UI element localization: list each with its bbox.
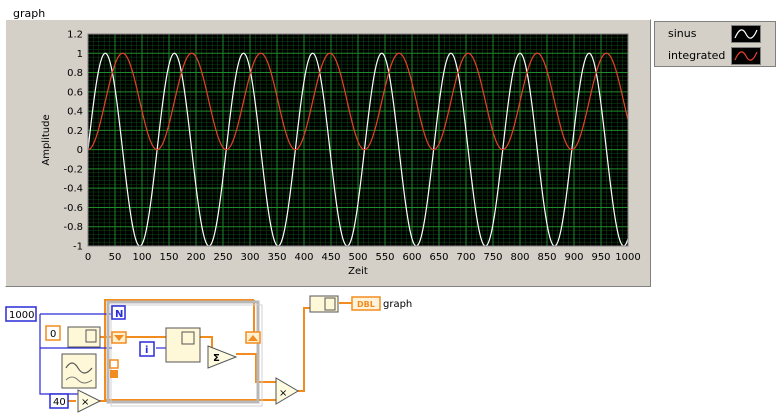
multiply-icon: × <box>279 388 287 399</box>
block-diagram: 1000 N 0 i Σ <box>5 295 412 413</box>
x-tick-label: 550 <box>375 252 394 263</box>
loop-index-label: i <box>145 345 148 356</box>
y-tick-label: 0.6 <box>67 87 83 98</box>
x-tick-label: 400 <box>294 252 313 263</box>
x-tick-label: 200 <box>186 252 205 263</box>
y-tick-label: 1.2 <box>67 30 83 41</box>
loop-count-label: N <box>115 309 123 320</box>
sine-wave-icon <box>65 376 93 384</box>
graph-panel: graph 0 50 100 150 200 250 300 350 400 450 500 550 6… <box>5 7 776 287</box>
series-line-integrated <box>87 52 629 151</box>
x-tick-label: 100 <box>132 252 151 263</box>
zero-constant[interactable]: 0 <box>45 325 61 341</box>
sum-icon: Σ <box>213 353 220 364</box>
x-tick-label: 450 <box>321 252 340 263</box>
y-tick-label: 0 <box>77 145 83 156</box>
loop-count-terminal[interactable]: N <box>111 305 126 320</box>
multiply-node-left[interactable]: × <box>77 389 102 413</box>
x-tick-label: 600 <box>402 252 421 263</box>
samples-constant[interactable]: 1000 <box>5 306 37 322</box>
x-tick-label: 150 <box>159 252 178 263</box>
grid-icon <box>181 331 195 345</box>
control-wires <box>39 313 168 395</box>
x-tick-label: 750 <box>483 252 502 263</box>
zero-constant-value: 0 <box>50 329 56 340</box>
input-tunnel[interactable] <box>110 370 118 378</box>
loop-index-terminal[interactable]: i <box>139 341 155 357</box>
period-constant[interactable]: 40 <box>49 393 69 409</box>
initialize-array-node[interactable] <box>67 326 101 348</box>
arrow-down-icon <box>114 335 124 341</box>
x-tick-label: 500 <box>348 252 367 263</box>
legend-label: sinus <box>668 27 697 40</box>
graph-frame: 0 50 100 150 200 250 300 350 400 450 500 550 600 650 7… <box>5 19 651 287</box>
x-tick-label: 350 <box>267 252 286 263</box>
sine-waveform-node[interactable] <box>61 353 97 389</box>
x-tick-label: 900 <box>564 252 583 263</box>
x-tick-label: 50 <box>109 252 122 263</box>
plot-border <box>87 33 629 247</box>
legend-item-sinus[interactable]: sinus <box>655 22 775 44</box>
grid-icon <box>324 297 336 311</box>
arrow-up-icon <box>248 335 258 341</box>
line-swatch-icon <box>731 25 761 43</box>
graph-indicator-label: graph <box>383 299 412 310</box>
x-tick-label: 650 <box>429 252 448 263</box>
legend-label: integrated <box>668 49 726 62</box>
input-tunnel[interactable] <box>109 359 119 369</box>
build-cluster-node[interactable] <box>309 295 339 313</box>
shift-register-left[interactable] <box>111 331 127 344</box>
for-loop-frame[interactable] <box>106 300 263 407</box>
array-icon <box>85 329 97 343</box>
samples-constant-value: 1000 <box>9 310 34 321</box>
plot-legend: sinus integrated <box>654 21 776 67</box>
line-swatch-icon <box>731 47 761 65</box>
y-tick-label: 1 <box>77 49 83 60</box>
legend-item-integrated[interactable]: integrated <box>655 44 775 66</box>
x-tick-label: 250 <box>213 252 232 263</box>
x-axis-label: Zeit <box>348 266 368 277</box>
x-tick-label: 850 <box>537 252 556 263</box>
x-tick-label: 0 <box>85 252 91 263</box>
dbl-type-label: DBL <box>357 300 375 309</box>
x-tick-label: 800 <box>510 252 529 263</box>
y-axis-label: Amplitude <box>41 114 52 165</box>
sum-node[interactable]: Σ <box>207 345 238 369</box>
series-line-sinus <box>87 52 629 247</box>
graph-indicator-terminal[interactable]: DBL <box>351 296 381 311</box>
y-tick-label: -1 <box>73 242 83 253</box>
sine-wave-icon <box>65 362 93 374</box>
shift-register-right[interactable] <box>245 331 261 344</box>
multiply-node-right[interactable]: × <box>275 377 299 405</box>
y-tick-label: 0.2 <box>67 126 83 137</box>
waveform-chart[interactable]: 0 50 100 150 200 250 300 350 400 450 500 550 600 650 7… <box>6 20 650 286</box>
x-tick-label: 700 <box>456 252 475 263</box>
x-tick-label: 1000 <box>615 252 640 263</box>
x-tick-label: 300 <box>240 252 259 263</box>
y-tick-label: -0.8 <box>63 222 83 233</box>
y-tick-label: 0.8 <box>67 68 83 79</box>
x-tick-label: 950 <box>591 252 610 263</box>
replace-array-subset-node[interactable] <box>165 327 201 363</box>
y-tick-label: -0.4 <box>63 184 83 195</box>
period-constant-value: 40 <box>53 397 66 408</box>
y-tick-label: 0.4 <box>67 107 83 118</box>
y-tick-label: -0.6 <box>63 203 83 214</box>
multiply-icon: × <box>81 397 89 408</box>
graph-title: graph <box>13 7 46 20</box>
y-tick-label: -0.2 <box>63 164 83 175</box>
